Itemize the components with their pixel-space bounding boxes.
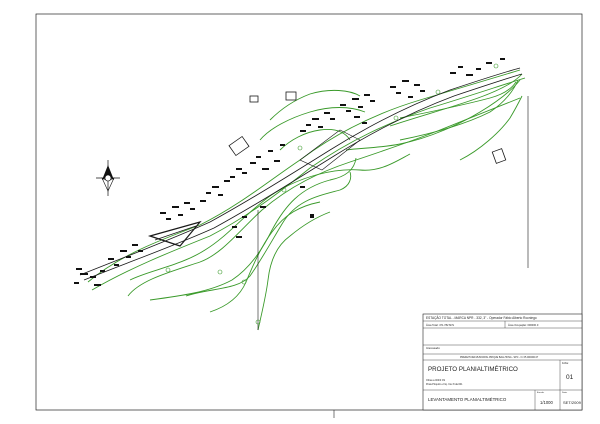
contour-lines <box>87 69 526 331</box>
building <box>491 148 507 164</box>
contour-line <box>399 79 519 141</box>
point-cluster <box>250 144 285 170</box>
project-title: PROJETO PLANIALTIMÉTRICO <box>428 366 518 373</box>
contour-line <box>389 73 523 127</box>
point-cluster <box>450 58 505 76</box>
drawing-frame <box>35 13 583 411</box>
scale-label: Escala: <box>537 392 545 394</box>
title-block-detail: Obras a 000/0 CS <box>426 379 446 382</box>
contour-line <box>209 201 321 313</box>
date-value: SET/2009 <box>563 400 582 405</box>
survey-points <box>74 58 505 286</box>
contour-line <box>257 211 331 331</box>
point-cluster <box>108 244 143 266</box>
elevation-markers <box>165 63 499 325</box>
title-block-organization: PREFEITURA MUNICIPAL PRIQUE BALLHOSA - S… <box>460 356 539 359</box>
sheet-number: 01 <box>566 374 574 381</box>
polygon-lot <box>154 225 197 241</box>
polygon-lot <box>147 220 202 247</box>
road-line <box>83 73 523 281</box>
survey-linework <box>79 67 529 330</box>
title-block-area: Área Total: 471.782 M²S <box>426 323 454 327</box>
building <box>249 95 259 103</box>
point-cluster <box>340 94 375 124</box>
sheet-label: Folha: <box>562 362 569 365</box>
title-block-client-label: Interessado: <box>426 346 441 350</box>
point-cluster <box>200 168 247 202</box>
contour-line <box>269 89 361 121</box>
north-arrow-icon <box>96 160 120 196</box>
contour-line <box>149 157 357 301</box>
point-cluster <box>232 186 314 238</box>
building <box>285 91 297 101</box>
point-cluster <box>74 268 105 286</box>
contour-line <box>399 81 517 119</box>
building <box>228 135 250 157</box>
point-cluster <box>390 80 425 98</box>
survey-line <box>299 129 361 171</box>
point-cluster <box>300 112 335 132</box>
date-label: Data: <box>562 391 568 394</box>
contour-line <box>279 129 351 151</box>
contour-line <box>259 107 366 141</box>
road-line <box>79 67 521 276</box>
point-cluster <box>160 202 195 220</box>
contour-line <box>345 79 521 151</box>
title-block-occupation: Área Ocupação: 000000.0 <box>508 323 539 327</box>
drawing-description: LEVANTAMENTO PLANIALTIMÉTRICO <box>428 397 507 402</box>
contour-line <box>87 69 521 283</box>
contour-line <box>127 97 521 297</box>
title-block: ESTAÇÃO TOTAL - MARCA NPR - 332, 3" - Op… <box>422 313 583 411</box>
contour-line <box>459 95 523 161</box>
title-block-detail: Praia Pirquizo e Fiq. Cox 8 da 001 <box>426 383 463 386</box>
title-block-header: ESTAÇÃO TOTAL - MARCA NPR - 332, 3" - Op… <box>426 315 537 320</box>
contour-line <box>129 153 411 281</box>
contour-line <box>91 77 526 291</box>
scale-value: 1/1000 <box>540 400 553 405</box>
contour-line <box>185 171 352 297</box>
